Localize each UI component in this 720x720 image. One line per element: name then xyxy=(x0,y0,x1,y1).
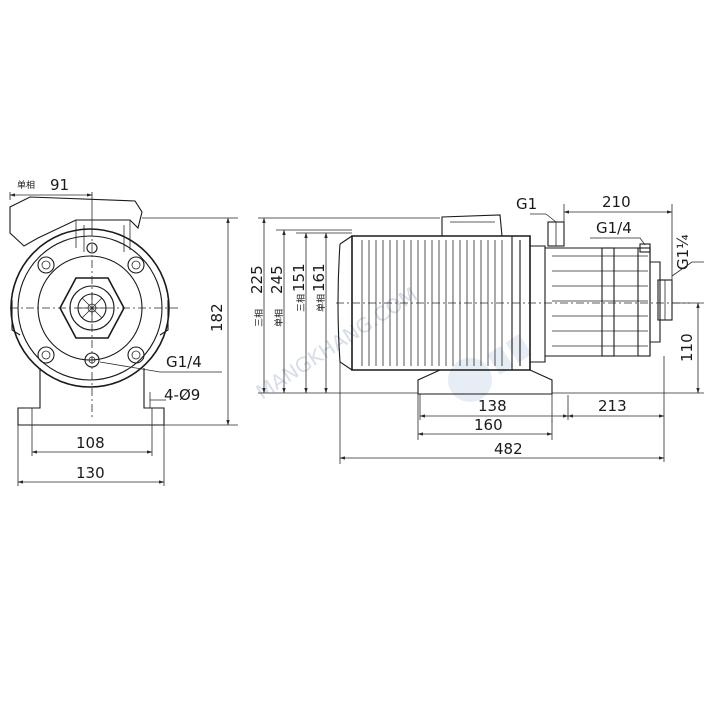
front-port-label: G1/4 xyxy=(166,353,202,371)
side-161-phase-label: 单相 xyxy=(315,294,327,312)
dim-front-base-108: 108 xyxy=(76,434,105,452)
side-outlet-label: G1¼ xyxy=(674,234,692,270)
dim-side-482: 482 xyxy=(494,440,523,458)
dim-side-151: 151 xyxy=(290,263,308,292)
side-225-phase-label: 三相 xyxy=(253,309,265,327)
side-151-phase-label: 三相 xyxy=(295,294,307,312)
front-view: 单相 91 182 G1/4 4-Ø9 108 130 xyxy=(9,176,238,486)
front-bolts xyxy=(37,242,145,368)
dim-front-base-130: 130 xyxy=(76,464,105,482)
dim-side-210: 210 xyxy=(602,193,631,211)
front-holes-label: 4-Ø9 xyxy=(164,386,200,404)
side-view: 三相 225 单相 245 三相 151 单相 161 G1 210 G1/4 … xyxy=(248,193,704,464)
dim-side-225: 225 xyxy=(248,265,266,294)
side-pump-head xyxy=(530,221,673,363)
front-pedestal xyxy=(17,368,165,426)
dim-side-213: 213 xyxy=(598,397,627,415)
dim-side-138: 138 xyxy=(478,397,507,415)
front-single-phase-label: 单相 xyxy=(17,179,35,191)
side-245-phase-label: 单相 xyxy=(273,309,285,327)
side-base-foot xyxy=(417,369,553,395)
dim-side-110: 110 xyxy=(678,333,696,362)
dim-side-160: 160 xyxy=(474,416,503,434)
watermark-text: MANGKHANG.COM xyxy=(252,282,422,404)
watermark: MANGKHANG.COM xyxy=(252,282,532,404)
dim-side-161: 161 xyxy=(310,263,328,292)
side-inlet-label: G1 xyxy=(516,195,537,213)
dim-front-top-91: 91 xyxy=(50,176,69,194)
dim-front-height-182: 182 xyxy=(208,303,226,332)
side-terminal-box xyxy=(441,214,503,237)
side-port-label: G1/4 xyxy=(596,219,632,237)
dim-side-245: 245 xyxy=(268,265,286,294)
